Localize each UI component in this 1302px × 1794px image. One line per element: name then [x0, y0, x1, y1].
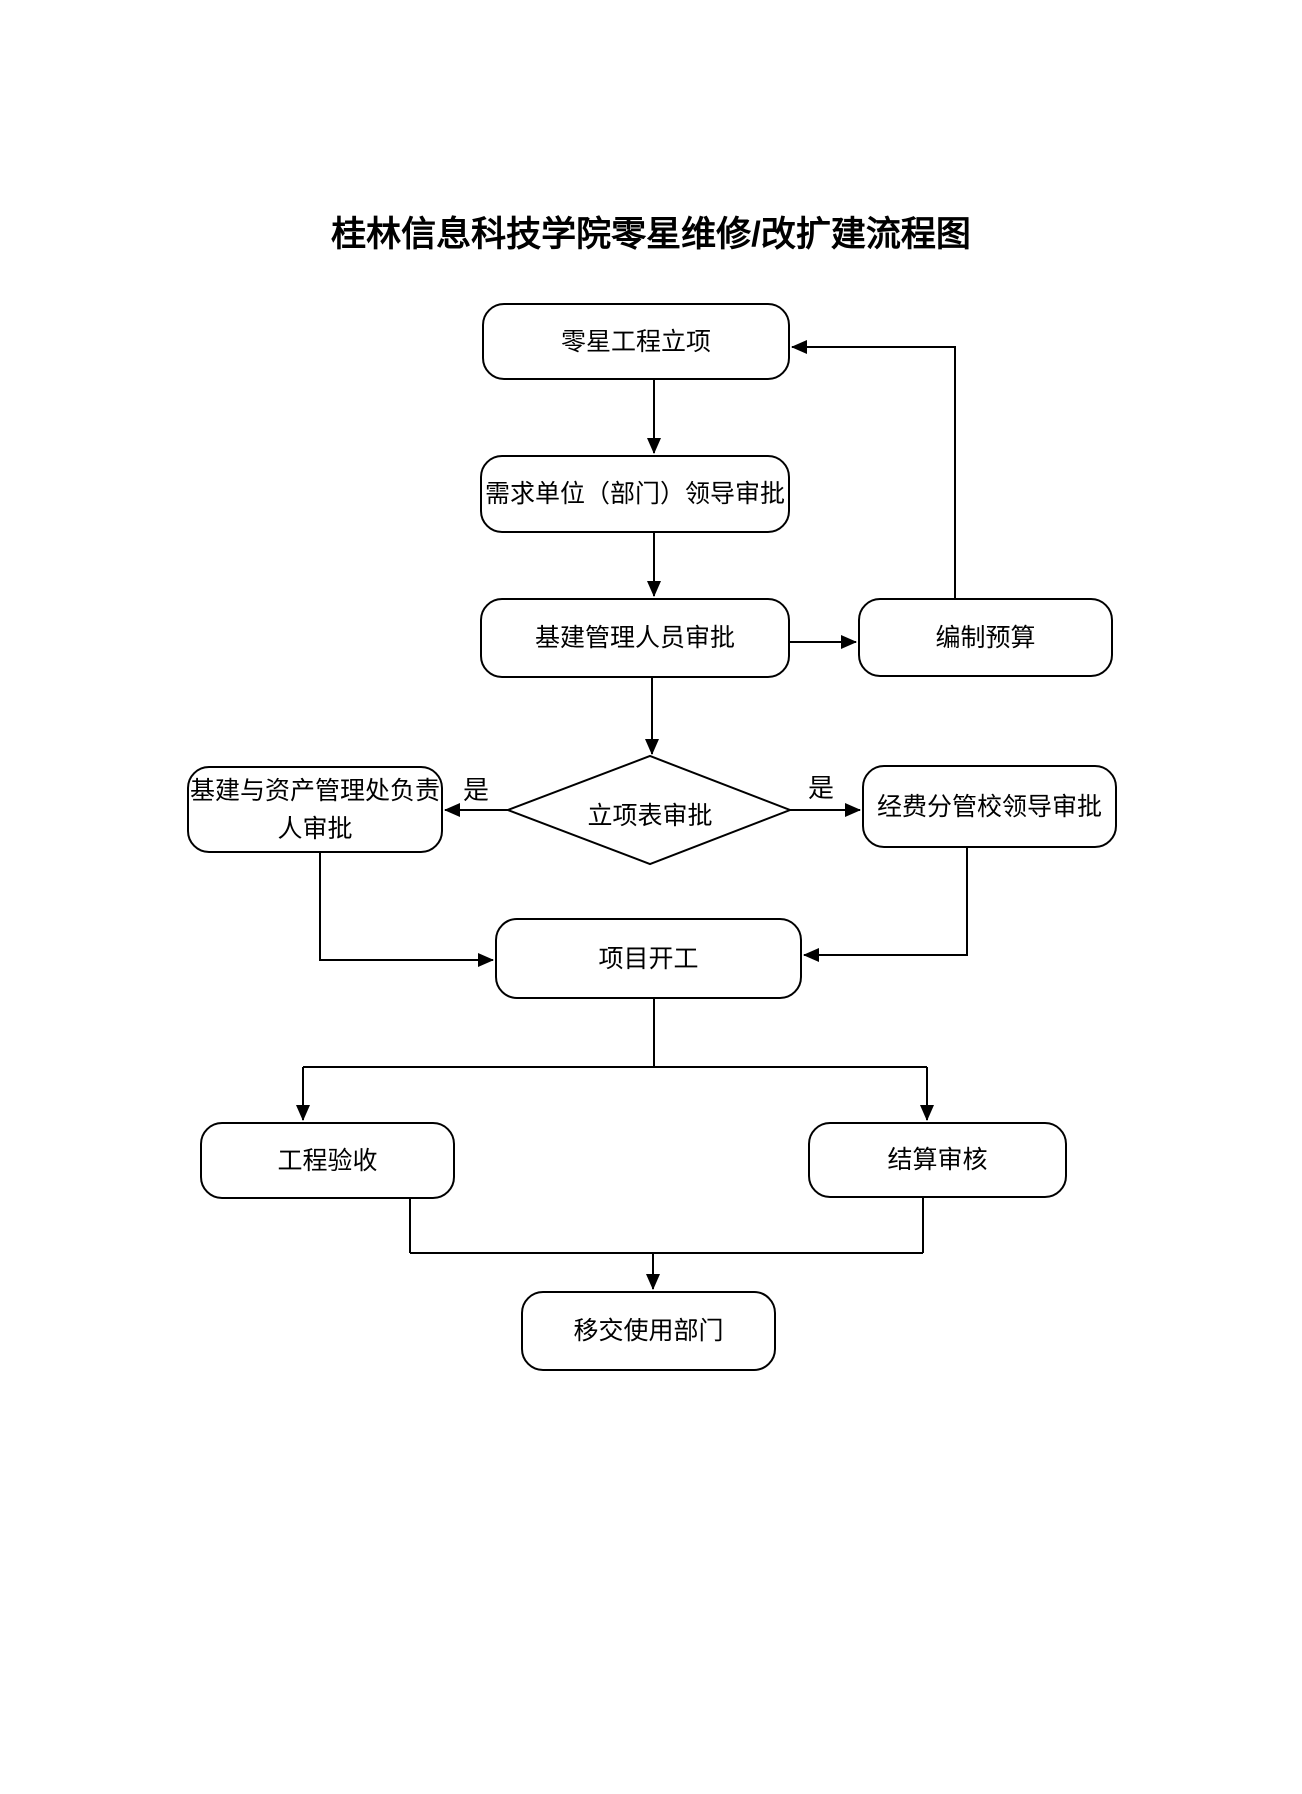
edge-funding-leader-to-project-start [803, 848, 968, 962]
edge-label-yes-right: 是 [808, 773, 835, 803]
node-construction-staff-approval: 基建管理人员审批 [480, 598, 790, 678]
node-project-start: 项目开工 [495, 918, 802, 999]
node-initiation-form-review: 立项表审批 [587, 802, 713, 830]
page-title: 桂林信息科技学院零星维修/改扩建流程图 [331, 215, 971, 254]
node-asset-office-head-approval: 基建与资产管理处负责人审批 [187, 766, 443, 853]
node-project-acceptance: 工程验收 [200, 1122, 455, 1199]
node-handover-to-user-dept: 移交使用部门 [521, 1291, 776, 1371]
node-funding-leader-approval: 经费分管校领导审批 [862, 765, 1117, 848]
edge-budget-to-initiation-feedback [791, 340, 956, 598]
node-project-initiation: 零星工程立项 [482, 303, 790, 380]
node-dept-leader-approval: 需求单位（部门）领导审批 [480, 455, 790, 533]
node-budget-preparation: 编制预算 [858, 598, 1113, 677]
edge-asset-head-to-project-start [319, 853, 494, 967]
edge-label-yes-left: 是 [463, 775, 490, 805]
node-settlement-review: 结算审核 [808, 1122, 1067, 1198]
